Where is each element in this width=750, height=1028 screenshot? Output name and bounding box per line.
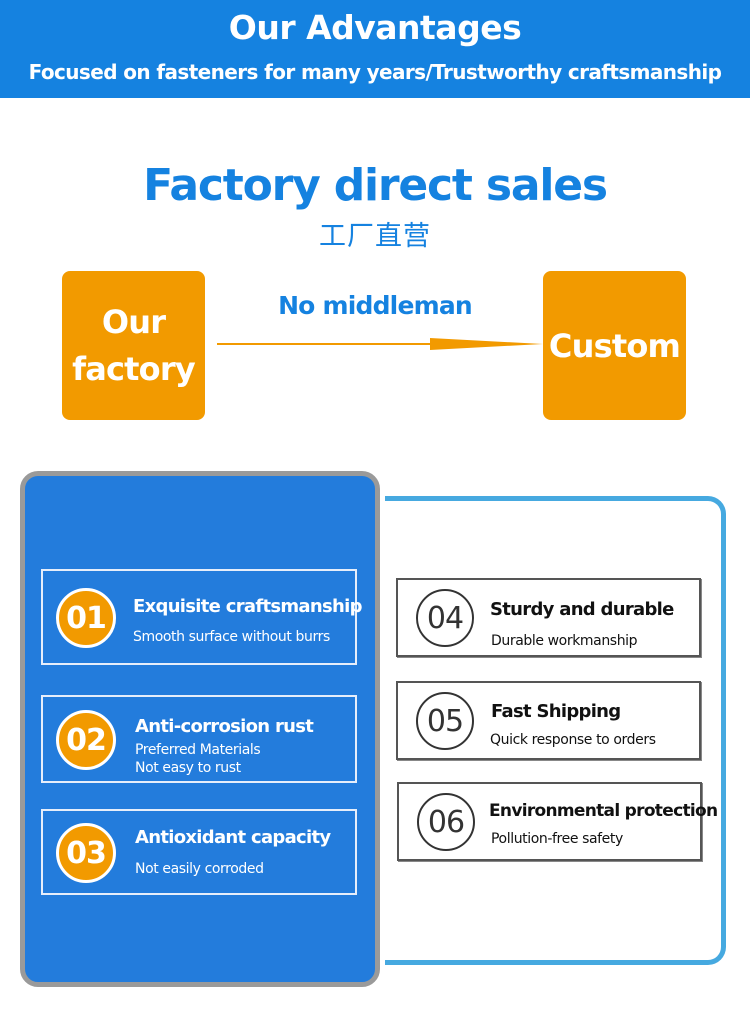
advantage-card-05: 05 Fast Shipping Quick response to order… xyxy=(396,681,701,760)
advantage-title: Sturdy and durable xyxy=(490,599,674,620)
number-badge: 05 xyxy=(416,692,474,750)
number-badge: 01 xyxy=(56,588,116,648)
number-badge: 03 xyxy=(56,823,116,883)
advantage-description: Pollution-free safety xyxy=(491,831,623,847)
advantage-description: Durable workmanship xyxy=(491,633,638,649)
arrow-head xyxy=(430,338,543,350)
number-badge: 04 xyxy=(416,589,474,647)
advantage-card-03: 03 Antioxidant capacity Not easily corro… xyxy=(41,809,357,895)
section-headline: Factory direct sales xyxy=(143,160,608,211)
advantage-description-line1: Preferred Materials xyxy=(135,742,261,758)
advantage-title: Antioxidant capacity xyxy=(135,827,331,848)
section-headline-chinese: 工厂直营 xyxy=(319,221,431,252)
number-badge: 02 xyxy=(56,710,116,770)
number-badge: 06 xyxy=(417,793,475,851)
advantage-card-06: 06 Environmental protection Pollution-fr… xyxy=(397,782,718,861)
banner-subtitle: Focused on fasteners for many years/Trus… xyxy=(28,60,722,84)
our-factory-label-line2: factory xyxy=(72,349,196,388)
advantage-description: Not easily corroded xyxy=(135,861,264,877)
advantage-title: Exquisite craftsmanship xyxy=(133,596,362,617)
banner-title: Our Advantages xyxy=(228,8,522,47)
advantage-description: Quick response to orders xyxy=(490,732,656,748)
no-middleman-label: No middleman xyxy=(278,291,473,320)
arrow-right-icon xyxy=(217,338,543,350)
advantages-banner: Our Advantages Focused on fasteners for … xyxy=(0,0,750,98)
advantage-title: Fast Shipping xyxy=(491,701,621,722)
advantage-title: Anti-corrosion rust xyxy=(135,716,314,737)
advantage-card-02: 02 Anti-corrosion rust Preferred Materia… xyxy=(41,695,357,783)
advantage-card-04: 04 Sturdy and durable Durable workmanshi… xyxy=(396,578,701,657)
advantage-card-01: 01 Exquisite craftsmanship Smooth surfac… xyxy=(41,569,362,665)
custom-label: Custom xyxy=(548,326,681,365)
our-factory-label-line1: Our xyxy=(101,302,166,341)
our-factory-box: Our factory xyxy=(62,271,205,420)
advantage-title: Environmental protection xyxy=(489,801,718,821)
advantage-description-line2: Not easy to rust xyxy=(135,760,241,776)
custom-box: Custom xyxy=(543,271,686,420)
advantage-description: Smooth surface without burrs xyxy=(133,629,330,645)
